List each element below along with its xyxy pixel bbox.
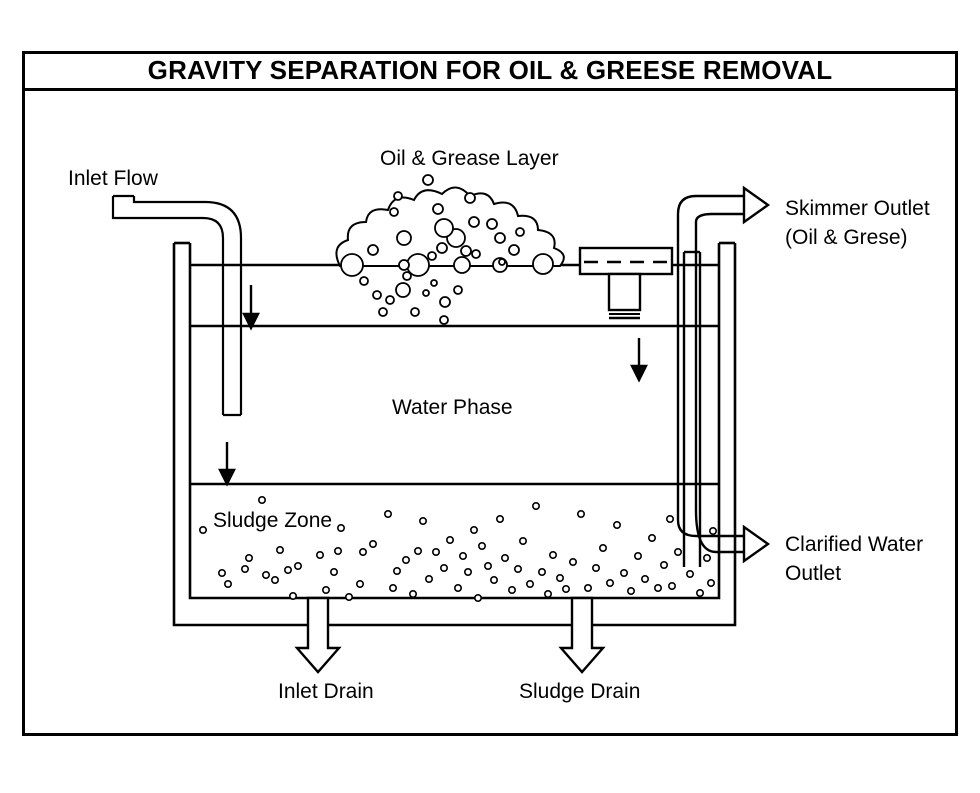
- oil-grease-layer-label: Oil & Grease Layer: [380, 147, 559, 170]
- inlet-drain-label: Inlet Drain: [278, 680, 374, 703]
- water-phase-label: Water Phase: [392, 396, 513, 419]
- skimmer-outlet-arrowhead: [742, 185, 771, 225]
- skimmer-outlet-label-line2: (Oil & Grese): [785, 226, 908, 249]
- inlet-down-arrow-lower: [218, 442, 236, 487]
- baffle-wall: [682, 250, 702, 567]
- inlet-drain-arrow: [294, 596, 342, 674]
- inlet-pipe: [111, 194, 243, 417]
- inlet-flow-label: Inlet Flow: [68, 167, 159, 190]
- clarified-water-outlet-label-line2: Outlet: [785, 562, 841, 585]
- skimmer-downtube: [607, 272, 642, 312]
- sludge-drain-label: Sludge Drain: [519, 680, 640, 703]
- clarified-water-outlet-arrowhead: [742, 524, 771, 564]
- tank-shell: [172, 241, 737, 627]
- skimmer-outlet-pipe: [676, 194, 744, 300]
- clarified-water-outlet-pipe: [676, 300, 744, 554]
- sludge-drain-arrow: [558, 596, 606, 674]
- inlet-down-arrow-upper: [242, 285, 260, 331]
- skimmer-device: [578, 246, 674, 320]
- water-down-arrow: [630, 338, 648, 383]
- sludge-particles: [199, 495, 717, 602]
- skimmer-outlet-label-line1: Skimmer Outlet: [785, 197, 930, 220]
- page-title: GRAVITY SEPARATION FOR OIL & GREESE REMO…: [148, 55, 833, 85]
- oil-layer-bubbles: [340, 174, 554, 325]
- flow-direction-arrows: [218, 285, 648, 487]
- clarified-water-outlet-label-line1: Clarified Water: [785, 533, 923, 556]
- sludge-zone-label: Sludge Zone: [213, 509, 332, 532]
- diagram-frame: [22, 51, 958, 736]
